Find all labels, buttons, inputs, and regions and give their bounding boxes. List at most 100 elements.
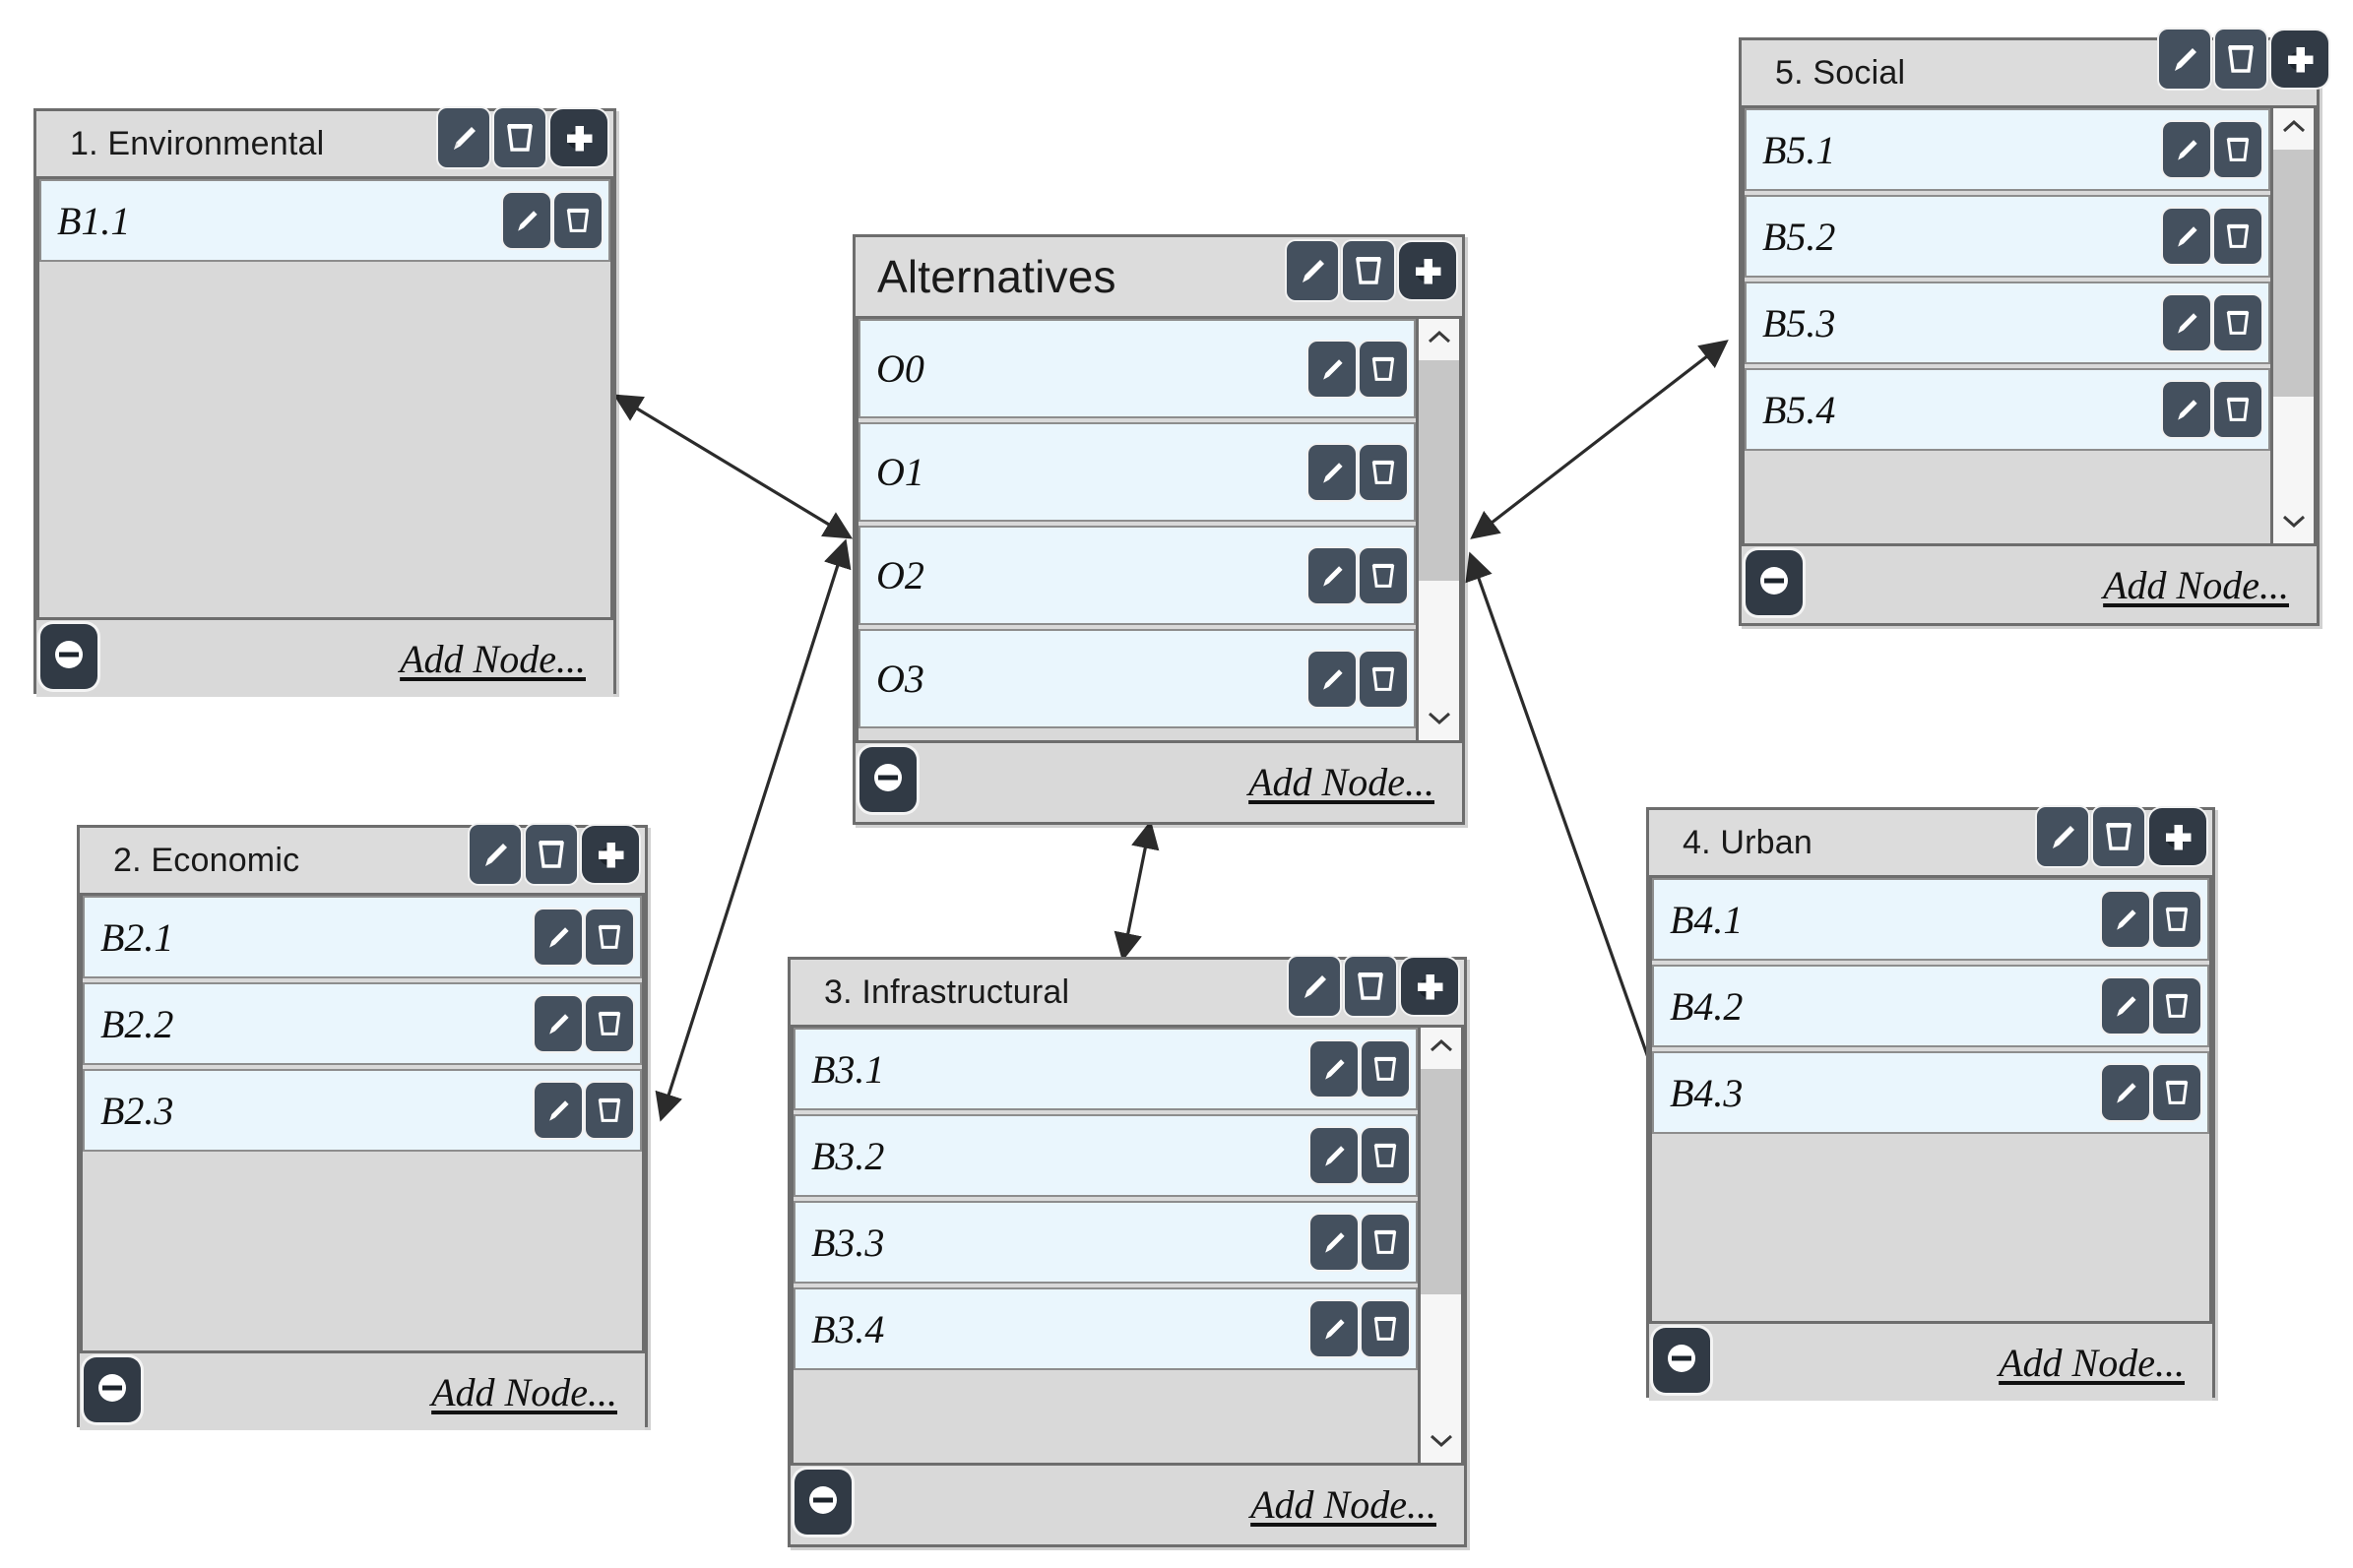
edit-node-button[interactable] — [1310, 1215, 1358, 1270]
scrollbar-alternatives[interactable] — [1419, 316, 1462, 743]
list-item[interactable]: O3 — [859, 629, 1416, 728]
list-item[interactable]: B5.3 — [1745, 282, 2270, 364]
delete-panel-button-environmental[interactable] — [494, 108, 545, 167]
list-item[interactable]: B3.4 — [794, 1287, 1418, 1370]
add-node-link-environmental[interactable]: Add Node... — [400, 636, 586, 681]
edit-node-button[interactable] — [2102, 1065, 2149, 1120]
scrollbar-social[interactable] — [2273, 105, 2317, 546]
add-node-link-alternatives[interactable]: Add Node... — [1248, 759, 1434, 804]
list-item[interactable]: O0 — [859, 319, 1416, 418]
edit-node-button[interactable] — [2163, 122, 2210, 177]
delete-panel-button-alternatives[interactable] — [1343, 241, 1394, 300]
list-item[interactable]: B1.1 — [39, 179, 610, 262]
list-item[interactable]: B2.3 — [83, 1069, 642, 1152]
add-panel-button-alternatives[interactable] — [1399, 242, 1456, 299]
edit-node-button[interactable] — [1310, 1128, 1358, 1183]
delete-node-button[interactable] — [2214, 209, 2261, 264]
delete-node-button[interactable] — [1362, 1215, 1409, 1270]
scroll-down-button[interactable] — [1421, 1421, 1461, 1463]
delete-node-button[interactable] — [1360, 341, 1407, 397]
panel-economic[interactable]: 2. Economic — [77, 825, 648, 1430]
edit-panel-button-environmental[interactable] — [438, 108, 489, 167]
delete-node-button[interactable] — [586, 1083, 633, 1138]
delete-node-button[interactable] — [1362, 1301, 1409, 1356]
delete-panel-button-economic[interactable] — [526, 825, 577, 884]
list-item[interactable]: B5.2 — [1745, 195, 2270, 278]
scroll-up-button[interactable] — [1419, 319, 1459, 360]
list-item[interactable]: B2.1 — [83, 896, 642, 978]
edit-node-button[interactable] — [503, 193, 550, 248]
delete-node-button[interactable] — [554, 193, 602, 248]
scrollbar-thumb[interactable] — [1421, 1069, 1461, 1295]
scrollbar-track[interactable] — [2273, 150, 2314, 502]
delete-node-button[interactable] — [2214, 122, 2261, 177]
list-item[interactable]: B4.2 — [1652, 965, 2209, 1047]
collapse-panel-button-alternatives[interactable] — [859, 747, 917, 812]
add-panel-button-urban[interactable] — [2149, 808, 2206, 865]
delete-node-button[interactable] — [2153, 892, 2200, 947]
delete-node-button[interactable] — [2214, 382, 2261, 437]
scrollbar-thumb[interactable] — [1419, 360, 1459, 581]
delete-node-button[interactable] — [586, 996, 633, 1051]
delete-panel-button-infrastructural[interactable] — [1345, 957, 1396, 1016]
scroll-down-button[interactable] — [2273, 502, 2314, 543]
collapse-panel-button-urban[interactable] — [1653, 1328, 1710, 1393]
delete-node-button[interactable] — [1360, 651, 1407, 707]
delete-node-button[interactable] — [586, 909, 633, 965]
list-item[interactable]: B4.1 — [1652, 878, 2209, 961]
add-node-link-economic[interactable]: Add Node... — [431, 1369, 617, 1414]
collapse-panel-button-social[interactable] — [1746, 550, 1803, 615]
list-item[interactable]: B2.2 — [83, 982, 642, 1065]
delete-node-button[interactable] — [1360, 444, 1407, 500]
edit-panel-button-infrastructural[interactable] — [1289, 957, 1340, 1016]
collapse-panel-button-economic[interactable] — [84, 1357, 141, 1422]
delete-node-button[interactable] — [1362, 1128, 1409, 1183]
add-panel-button-economic[interactable] — [582, 826, 639, 883]
add-node-link-infrastructural[interactable]: Add Node... — [1250, 1481, 1436, 1527]
edit-node-button[interactable] — [2163, 382, 2210, 437]
panel-social[interactable]: 5. Social — [1739, 30, 2328, 626]
edit-node-button[interactable] — [2102, 892, 2149, 947]
delete-panel-button-social[interactable] — [2215, 30, 2266, 89]
delete-panel-button-urban[interactable] — [2093, 807, 2144, 866]
panel-urban[interactable]: 4. Urban — [1646, 807, 2215, 1401]
delete-node-button[interactable] — [2153, 1065, 2200, 1120]
add-node-link-social[interactable]: Add Node... — [2103, 562, 2289, 607]
list-item[interactable]: B3.3 — [794, 1201, 1418, 1284]
add-panel-button-social[interactable] — [2271, 31, 2328, 88]
panel-alternatives[interactable]: Alternatives — [853, 234, 1465, 825]
scrollbar-thumb[interactable] — [2273, 150, 2314, 397]
scroll-down-button[interactable] — [1419, 699, 1459, 740]
edit-node-button[interactable] — [2163, 209, 2210, 264]
list-item[interactable]: B3.2 — [794, 1114, 1418, 1197]
list-item[interactable]: O1 — [859, 422, 1416, 522]
edit-node-button[interactable] — [1308, 341, 1356, 397]
list-item[interactable]: B4.3 — [1652, 1051, 2209, 1134]
list-item[interactable]: B3.1 — [794, 1028, 1418, 1110]
delete-node-button[interactable] — [2214, 295, 2261, 350]
scroll-up-button[interactable] — [1421, 1028, 1461, 1069]
edit-node-button[interactable] — [1308, 651, 1356, 707]
add-node-link-urban[interactable]: Add Node... — [1999, 1340, 2185, 1385]
edit-node-button[interactable] — [1310, 1301, 1358, 1356]
edit-node-button[interactable] — [535, 1083, 582, 1138]
add-panel-button-infrastructural[interactable] — [1401, 958, 1458, 1015]
collapse-panel-button-environmental[interactable] — [40, 624, 97, 689]
edit-node-button[interactable] — [2163, 295, 2210, 350]
edit-node-button[interactable] — [1308, 547, 1356, 603]
add-panel-button-environmental[interactable] — [550, 109, 607, 166]
list-item[interactable]: O2 — [859, 526, 1416, 625]
scrollbar-infrastructural[interactable] — [1421, 1025, 1464, 1466]
scroll-up-button[interactable] — [2273, 108, 2314, 150]
delete-node-button[interactable] — [2153, 978, 2200, 1034]
edit-node-button[interactable] — [535, 909, 582, 965]
edit-panel-button-economic[interactable] — [470, 825, 521, 884]
list-item[interactable]: B5.4 — [1745, 368, 2270, 451]
panel-environmental[interactable]: 1. Environmental — [33, 108, 616, 697]
list-item[interactable]: B5.1 — [1745, 108, 2270, 191]
edit-panel-button-urban[interactable] — [2037, 807, 2088, 866]
edit-panel-button-social[interactable] — [2159, 30, 2210, 89]
panel-infrastructural[interactable]: 3. Infrastructural — [788, 957, 1467, 1547]
edit-node-button[interactable] — [1308, 444, 1356, 500]
edit-node-button[interactable] — [1310, 1041, 1358, 1097]
